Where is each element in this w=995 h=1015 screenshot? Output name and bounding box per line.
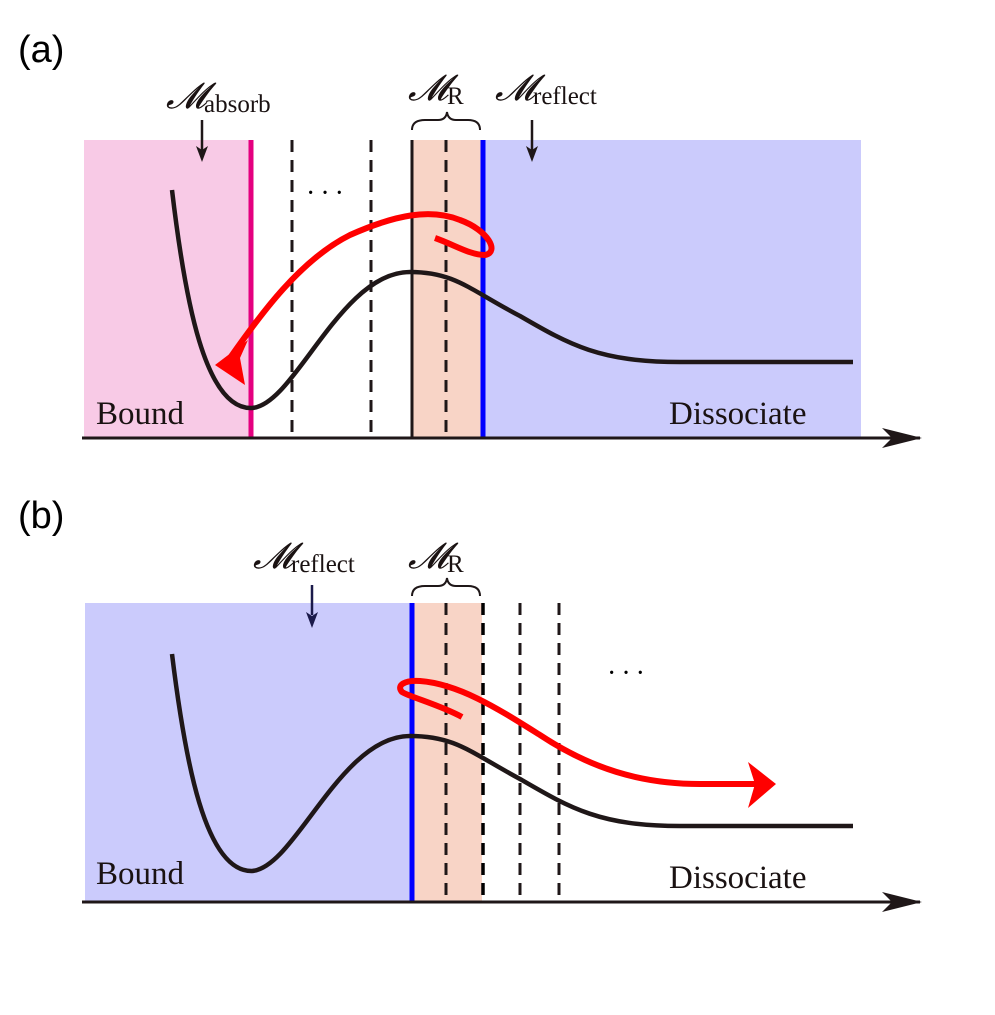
bound-label: Bound (96, 856, 185, 892)
potential-energy-curve (169, 189, 853, 411)
panel-b-label: (b) (18, 495, 64, 537)
svg-text:reflect: reflect (291, 551, 355, 578)
svg-text:R: R (447, 551, 464, 578)
trajectory-path (397, 677, 760, 787)
boundary-brace (411, 577, 481, 597)
absorb-label: 𝓜 absorb (166, 76, 271, 118)
trajectory-path (227, 211, 495, 360)
absorb-region (84, 140, 251, 438)
boundary-label: 𝓜 R (408, 68, 464, 110)
reflect-label: 𝓜 reflect (253, 536, 355, 578)
ellipsis-dots: ··· (306, 178, 349, 209)
absorb-pointer-arrowhead (196, 146, 208, 162)
reflect-region (85, 603, 411, 902)
dissociate-label: Dissociate (669, 860, 806, 896)
potential-energy-curve (169, 653, 853, 874)
trajectory-arrowhead (748, 762, 776, 808)
svg-text:R: R (447, 83, 464, 110)
svg-text:reflect: reflect (533, 83, 597, 110)
bound-label: Bound (96, 396, 185, 432)
boundary-brace (411, 111, 481, 131)
reflect-label: 𝓜 reflect (495, 68, 597, 110)
ellipsis-dots: ··· (607, 658, 650, 689)
panel-a-label: (a) (18, 29, 64, 71)
reflect-pointer-arrowhead (526, 146, 538, 162)
reflect-region (483, 140, 861, 438)
trajectory-arrowhead (215, 340, 248, 385)
panel-b: (b) ··· 𝓜 reflect 𝓜 R Bound Dissoc (18, 495, 922, 912)
reflect-pointer-arrowhead (306, 612, 318, 628)
boundary-label: 𝓜 R (408, 536, 464, 578)
dissociate-label: Dissociate (669, 396, 806, 432)
svg-text:absorb: absorb (204, 91, 271, 118)
panel-a: (a) ··· 𝓜 absorb 𝓜 R 𝓜 (18, 29, 922, 448)
